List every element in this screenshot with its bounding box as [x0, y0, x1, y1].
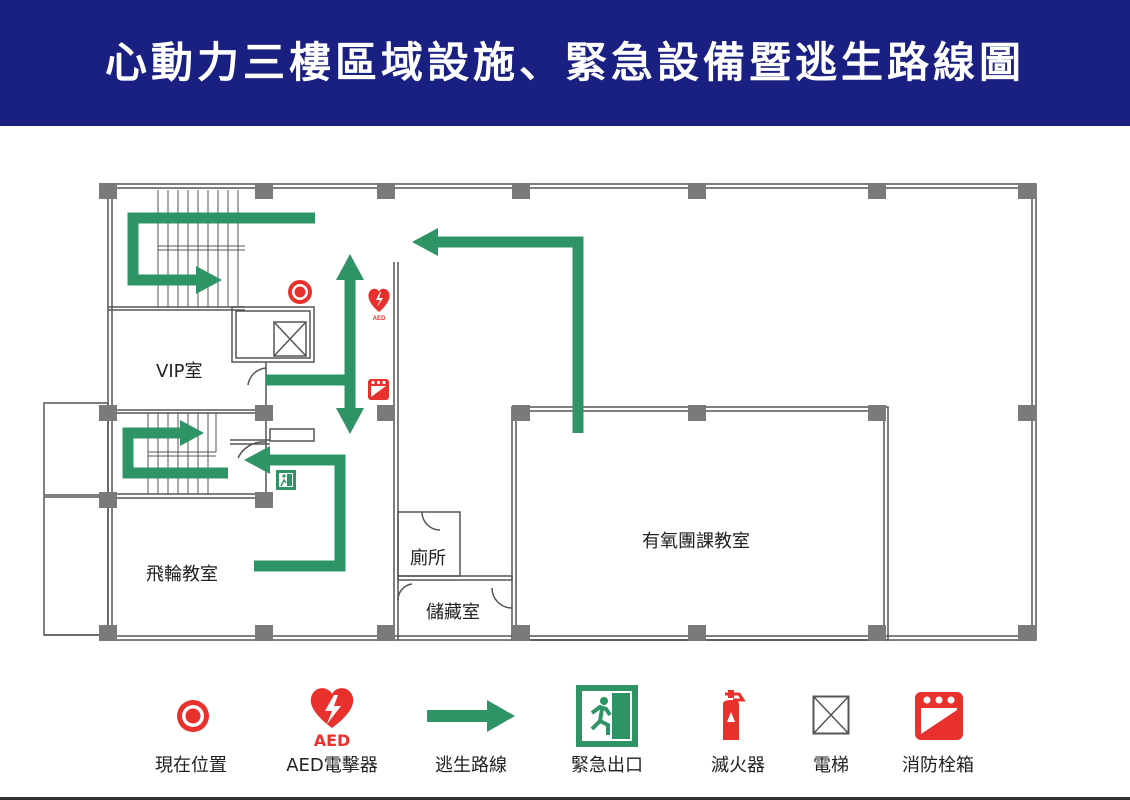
legend-label-current-location: 現在位置 — [155, 755, 227, 776]
escape-routes — [122, 212, 584, 572]
legend-label-elevator: 電梯 — [813, 755, 849, 776]
room-label-toilet: 廁所 — [410, 548, 446, 569]
legend-label-hydrant: 消防栓箱 — [902, 755, 974, 776]
aed-marker: AED — [368, 288, 390, 322]
route-spin-room — [254, 454, 346, 572]
emergency-exit-icon — [576, 685, 638, 747]
current-location-icon — [177, 700, 209, 732]
room-label-aerobics: 有氧團課教室 — [642, 531, 750, 552]
escape-arrow-icon — [427, 700, 515, 732]
page-title: 心動力三樓區域設施、緊急設備暨逃生路線圖 — [104, 38, 1025, 87]
legend-label-aed: AED電擊器 — [286, 755, 378, 776]
route-lower-stair — [122, 427, 228, 479]
room-label-vip: VIP室 — [156, 361, 203, 382]
aed-icon-label: AED — [313, 731, 351, 750]
route-upper-stair — [127, 212, 315, 286]
room-label-spin: 飛輪教室 — [146, 564, 218, 585]
fire-extinguisher-icon — [723, 690, 746, 740]
floor-plan: AED — [43, 183, 1037, 641]
elevator-cross — [273, 321, 307, 357]
hydrant-marker — [368, 379, 389, 400]
aed-icon — [310, 688, 354, 728]
header-banner: 心動力三樓區域設施、緊急設備暨逃生路線圖 — [0, 0, 1130, 126]
bottom-rule — [0, 797, 1130, 800]
room-label-storage: 儲藏室 — [426, 602, 480, 623]
legend-label-emergency-exit: 緊急出口 — [571, 755, 643, 776]
svg-text:AED: AED — [373, 316, 386, 322]
exit-sign-marker — [276, 470, 296, 490]
current-location-marker — [288, 280, 312, 304]
route-aerobics — [438, 236, 584, 433]
elevator-icon — [812, 695, 850, 735]
legend-label-escape-route: 逃生路線 — [435, 755, 507, 776]
route-arrowheads — [180, 228, 438, 474]
fire-hydrant-icon — [915, 692, 963, 740]
legend-label-extinguisher: 滅火器 — [711, 755, 765, 776]
pillars — [99, 183, 1036, 641]
